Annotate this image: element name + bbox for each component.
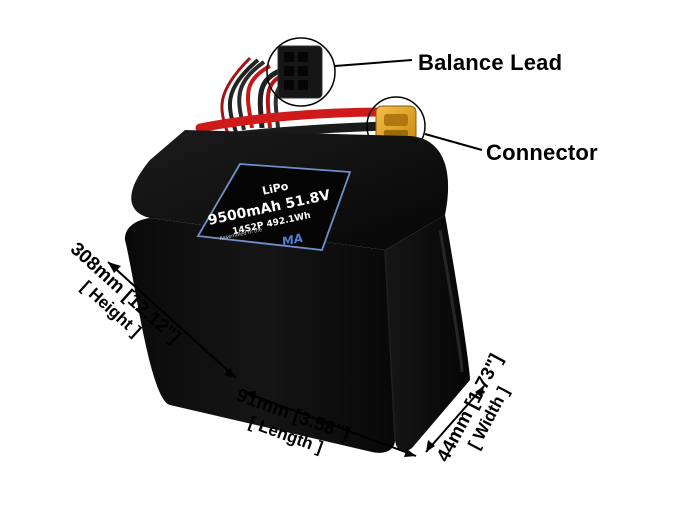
balance-lead-leader-line [334,59,413,67]
balance-lead-callout: Balance Lead [418,50,563,75]
label-chemistry: LiPo [261,179,290,197]
height-dimension-arrow [107,261,237,379]
length-dimension-arrow [243,391,417,457]
width-dimension-arrow [425,385,485,453]
balance-lead-highlight-circle [266,37,336,107]
balance-connector [277,45,323,99]
maxamps-logo: MA [281,231,305,249]
connector-callout: Connector [486,140,598,165]
connector-leader-line [424,133,483,151]
product-label: LiPo 9500mAh 51.8V 14S2P 492.1Wh Assembl… [196,163,352,251]
